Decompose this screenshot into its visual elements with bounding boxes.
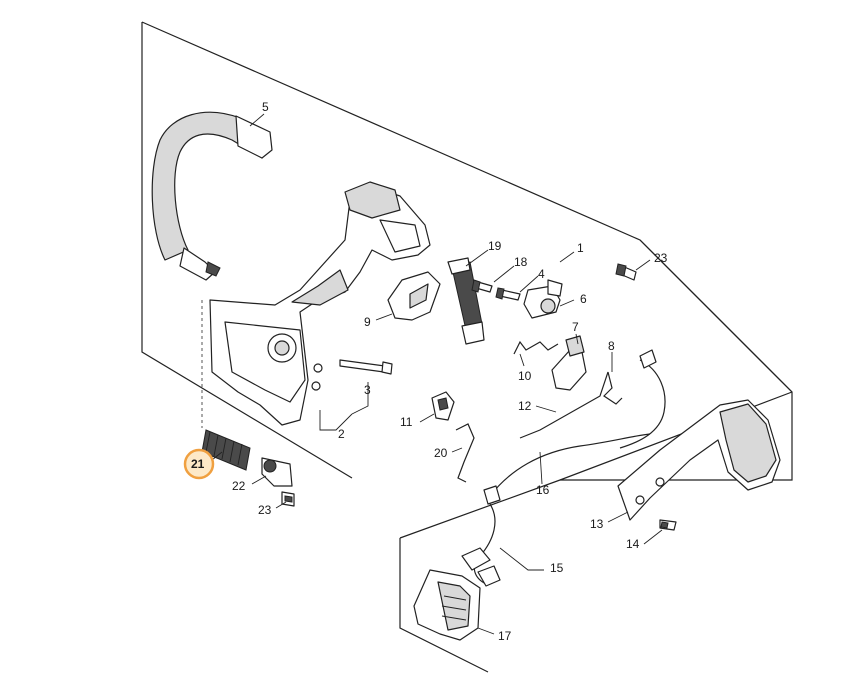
leader-14 <box>643 529 663 545</box>
callout-17[interactable]: 17 <box>498 629 512 643</box>
screw-4[interactable] <box>495 287 521 301</box>
leader-23-upper <box>635 259 651 271</box>
screw-14[interactable] <box>659 519 677 531</box>
callout-10[interactable]: 10 <box>518 369 532 383</box>
leader-19 <box>465 249 489 267</box>
screw-18[interactable] <box>471 279 493 293</box>
callout-11[interactable]: 11 <box>400 415 413 429</box>
damping-spring[interactable] <box>201 429 251 471</box>
assembly-frame-main <box>141 21 793 481</box>
callout-1[interactable]: 1 <box>577 241 584 255</box>
leader-12 <box>535 405 557 413</box>
callout-19[interactable]: 19 <box>488 239 502 253</box>
wiring-harness-15[interactable] <box>461 503 501 587</box>
wire-clip-20[interactable] <box>455 423 475 483</box>
callout-14[interactable]: 14 <box>626 537 640 551</box>
handle-housing[interactable] <box>209 181 431 426</box>
cable-harness[interactable] <box>619 349 666 449</box>
leader-23-lower <box>275 501 287 509</box>
callout-13[interactable]: 13 <box>590 517 604 531</box>
callout-4[interactable]: 4 <box>538 267 545 281</box>
throttle-trigger[interactable] <box>387 271 441 321</box>
screw-23-lower[interactable] <box>281 491 295 507</box>
leader-22 <box>251 475 267 485</box>
spring-retainer[interactable] <box>261 457 293 487</box>
callout-6[interactable]: 6 <box>580 292 587 306</box>
leader-21 <box>211 451 223 461</box>
callout-18[interactable]: 18 <box>514 255 528 269</box>
switch-6[interactable] <box>523 279 563 319</box>
leader-2 <box>319 410 353 431</box>
leader-4 <box>519 275 539 293</box>
leader-3 <box>351 382 369 415</box>
clip-11[interactable] <box>431 391 455 421</box>
callout-23-upper[interactable]: 23 <box>654 251 668 265</box>
throttle-rod[interactable] <box>519 371 609 439</box>
leader-6 <box>559 299 575 307</box>
callout-12[interactable]: 12 <box>518 399 532 413</box>
callout-7[interactable]: 7 <box>572 320 579 334</box>
spring-10[interactable] <box>513 340 559 355</box>
leader-9 <box>375 313 393 321</box>
leader-15 <box>499 547 544 571</box>
callout-22[interactable]: 22 <box>232 479 246 493</box>
callout-5[interactable]: 5 <box>262 100 269 114</box>
leader-10 <box>519 353 525 367</box>
screw-3[interactable] <box>339 359 393 375</box>
callout-9[interactable]: 9 <box>364 315 371 329</box>
switch-cover-17[interactable] <box>413 569 481 641</box>
leader-13 <box>607 511 629 523</box>
ground-wire[interactable] <box>483 433 651 505</box>
callout-16[interactable]: 16 <box>536 483 550 497</box>
front-handle-bar[interactable] <box>151 111 273 281</box>
callout-15[interactable]: 15 <box>550 561 564 575</box>
callout-21[interactable]: 21 <box>191 457 205 471</box>
leader-17 <box>477 627 495 635</box>
leader-20 <box>451 447 463 453</box>
callout-20[interactable]: 20 <box>434 446 448 460</box>
screw-23-upper[interactable] <box>615 263 637 281</box>
rear-handle-molding[interactable] <box>617 399 781 521</box>
lever-7[interactable] <box>551 335 587 391</box>
torsion-spring-19[interactable] <box>447 257 485 345</box>
leader-16 <box>539 451 543 485</box>
leader-11 <box>419 413 435 423</box>
callout-23-lower[interactable]: 23 <box>258 503 272 517</box>
callout-8[interactable]: 8 <box>608 339 615 353</box>
contact-spring-8[interactable] <box>603 371 623 405</box>
leader-5 <box>249 113 265 127</box>
callout-2[interactable]: 2 <box>338 427 345 441</box>
leader-1 <box>559 251 575 263</box>
callout-3[interactable]: 3 <box>364 383 371 397</box>
highlight-marker-21[interactable] <box>183 448 215 480</box>
leader-7 <box>575 333 579 345</box>
leader-18 <box>493 265 515 283</box>
